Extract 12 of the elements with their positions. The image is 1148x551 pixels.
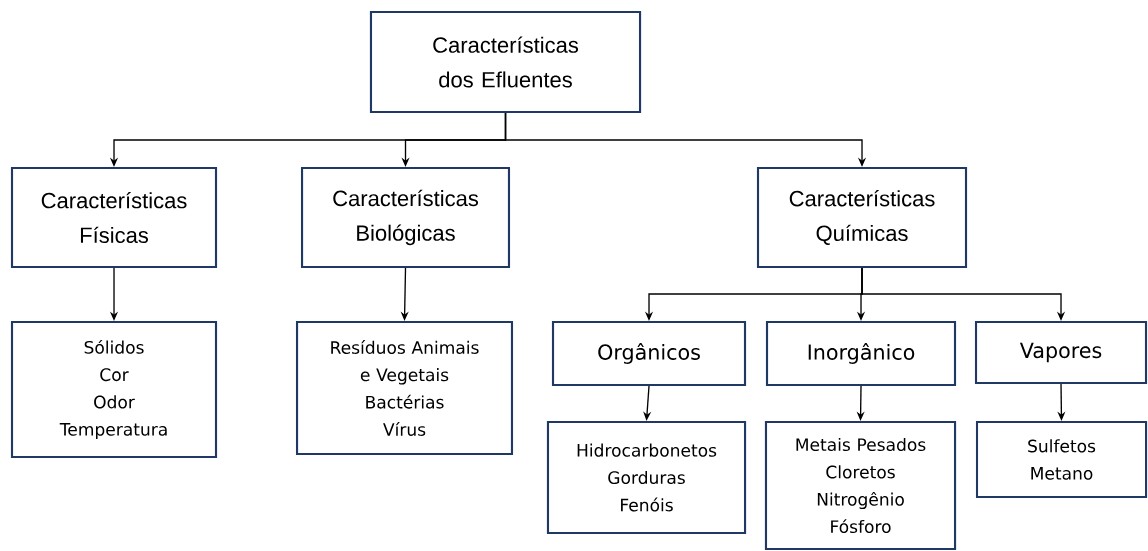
list-box: Metais Pesados Cloretos Nitrogênio Fósforo (764, 420, 957, 551)
list-box: Sólidos Cor Odor Temperatura (10, 320, 218, 459)
subcategory-box: Vapores (974, 320, 1148, 385)
category-box: Características Biológicas (300, 166, 511, 269)
list-box: Sulfetos Metano (975, 420, 1148, 499)
list-box: Hidrocarbonetos Gorduras Fenóis (546, 420, 747, 535)
category-box: Características Físicas (10, 166, 218, 269)
category-box: Características Químicas (756, 166, 968, 269)
heading-box: Características dos Efluentes (369, 10, 642, 114)
subcategory-box: Inorgânico (765, 320, 957, 387)
list-box: Resíduos Animais e Vegetais Bactérias Vírus (295, 320, 514, 456)
subcategory-box: Orgânicos (551, 320, 747, 387)
